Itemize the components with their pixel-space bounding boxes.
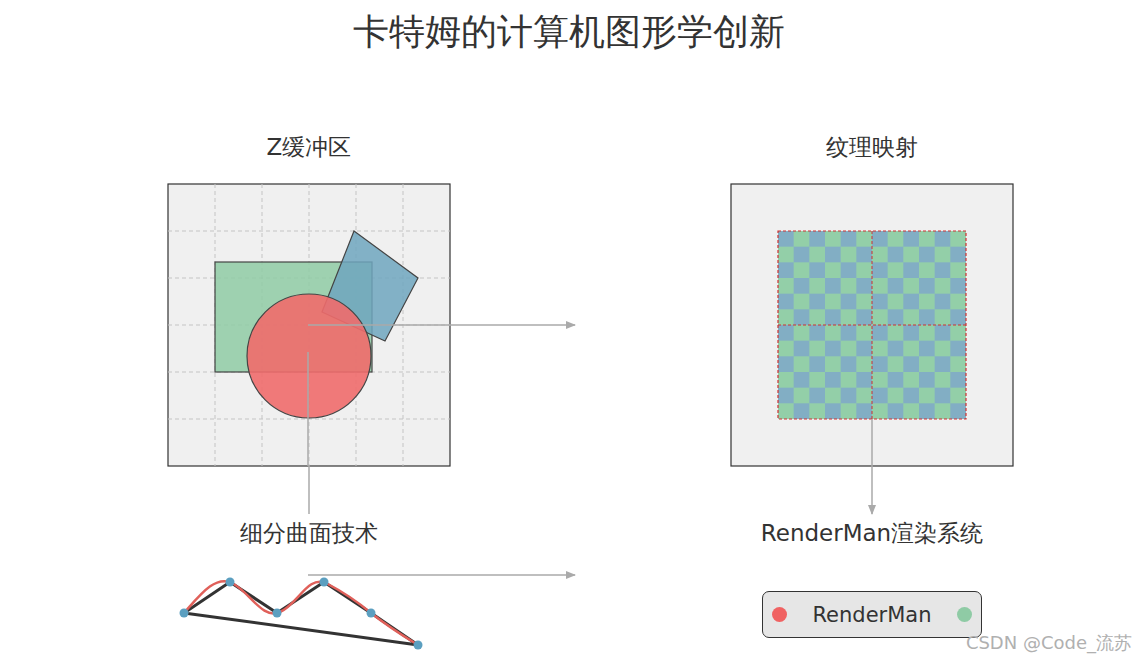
section-heading: RenderMan渲染系统 bbox=[731, 518, 1013, 552]
connector bbox=[308, 466, 310, 514]
checker bbox=[778, 231, 966, 419]
legend-box: RenderMan bbox=[762, 591, 982, 638]
leader-line bbox=[307, 352, 309, 466]
heading-text: 细分曲面技术 bbox=[240, 518, 378, 549]
leader-arrow bbox=[308, 574, 575, 576]
section-heading: 细分曲面技术 bbox=[168, 518, 450, 552]
panel-node: 纹理映射 bbox=[731, 184, 1013, 466]
texture-panel bbox=[731, 184, 1013, 466]
watermark: CSDN @Code_流苏 bbox=[966, 631, 1132, 655]
panel-node: Z缓冲区 bbox=[168, 184, 450, 466]
green-dot bbox=[957, 607, 972, 622]
red-circle bbox=[247, 294, 371, 418]
red-dot bbox=[772, 607, 787, 622]
leader-line bbox=[871, 419, 873, 466]
connector bbox=[871, 466, 873, 514]
heading-text: Z缓冲区 bbox=[267, 132, 352, 163]
control-polygon bbox=[184, 582, 418, 645]
uv-line bbox=[778, 325, 966, 326]
control-points bbox=[180, 578, 423, 650]
uv-line bbox=[872, 231, 873, 419]
legend-text: RenderMan bbox=[812, 603, 931, 627]
title: 卡特姆的计算机图形学创新 bbox=[0, 8, 1138, 57]
smooth-curve bbox=[184, 581, 418, 645]
heading-text: RenderMan渲染系统 bbox=[761, 518, 983, 549]
heading-text: 纹理映射 bbox=[826, 132, 918, 163]
leader-arrow bbox=[308, 324, 575, 326]
